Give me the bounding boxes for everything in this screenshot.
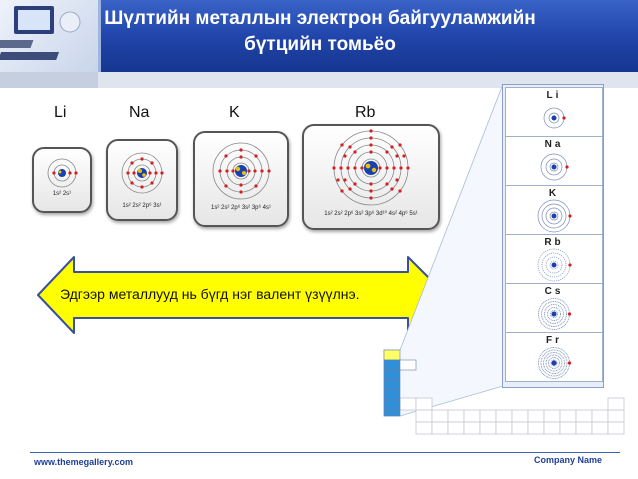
panel-label-k: K	[548, 188, 560, 199]
header-separator	[98, 0, 101, 72]
footer-company: Company Name	[534, 455, 603, 465]
slide-header	[0, 0, 638, 72]
panel-label-cs: Cs	[544, 286, 564, 297]
footer-divider	[30, 452, 620, 453]
callout-text: Эдгээр металлууд нь бүгд нэг валент үзүү…	[60, 286, 360, 302]
panel-cell-fr: Fr	[505, 332, 603, 382]
config-k: 1s² 2s² 2p⁶ 3s² 3p⁶ 4s¹	[211, 205, 271, 211]
atom-model-k: 1s² 2s² 2p⁶ 3s² 3p⁶ 4s¹	[193, 131, 289, 227]
atom-model-rb: 1s² 2s² 2p⁶ 3s² 3p⁶ 3d¹⁰ 4s² 4p⁶ 5s¹	[302, 124, 440, 230]
panel-cell-k: K	[505, 185, 603, 235]
config-na: 1s² 2s² 2p⁶ 3s¹	[122, 203, 162, 209]
symbol-k: K	[229, 104, 240, 121]
panel-label-li: Li	[546, 90, 562, 101]
panel-label-na: Na	[544, 139, 564, 150]
panel-cell-rb: Rb	[505, 234, 603, 284]
alkali-metals-panel: Li Na K Rb Cs Fr	[502, 84, 604, 388]
header-subband-left	[0, 72, 98, 88]
panel-cell-cs: Cs	[505, 283, 603, 333]
atom-model-li: 1s² 2s¹	[32, 147, 92, 213]
panel-label-fr: Fr	[546, 335, 562, 346]
panel-cell-li: Li	[505, 87, 603, 137]
atom-model-na: 1s² 2s² 2p⁶ 3s¹	[106, 139, 178, 221]
symbol-na: Na	[129, 104, 150, 121]
footer-website[interactable]: www.themegallery.com	[34, 457, 134, 467]
symbol-li: Li	[54, 104, 67, 121]
panel-cell-na: Na	[505, 136, 603, 186]
config-li: 1s² 2s¹	[52, 191, 72, 197]
title-line-2: бүтцийн томьёо	[244, 34, 396, 55]
header-subband	[0, 72, 638, 88]
title-line-1: Шүлтийн металлын электрон байгууламжийн	[104, 8, 536, 29]
symbol-rb: Rb	[355, 104, 376, 121]
computer-logo-icon	[0, 0, 98, 72]
panel-label-rb: Rb	[544, 237, 564, 248]
config-rb: 1s² 2s² 2p⁶ 3s² 3p⁶ 3d¹⁰ 4s² 4p⁶ 5s¹	[324, 211, 418, 217]
slide-title: Шүлтийн металлын электрон байгууламжийн …	[100, 6, 540, 58]
